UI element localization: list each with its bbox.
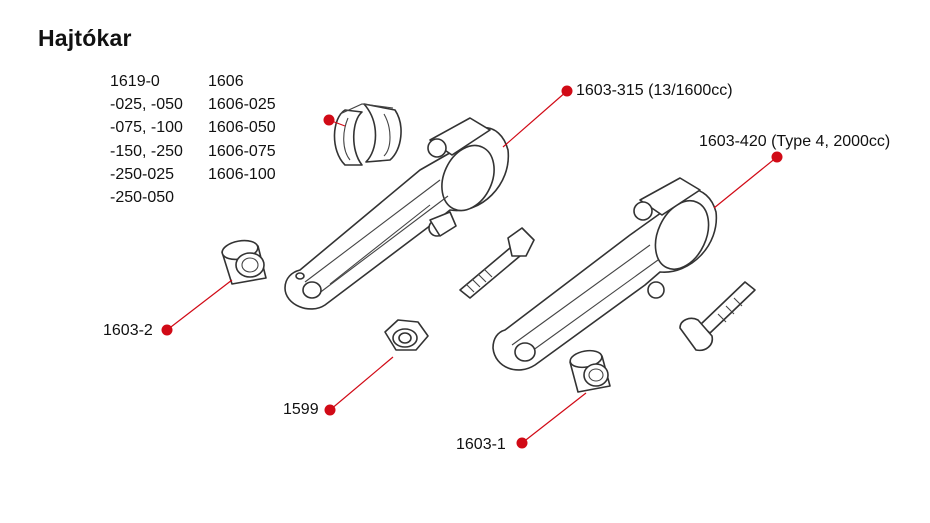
callout-label-nut: 1599: [283, 401, 319, 418]
rod-bolt-illustration: [459, 227, 535, 299]
connecting-rod-1600-illustration: [284, 117, 510, 310]
connecting-rod-2000-illustration: [492, 177, 718, 371]
bearing-shell-illustration: [333, 103, 402, 166]
engine-note: (13/1600cc): [648, 82, 733, 99]
part-number: 1606: [208, 73, 244, 90]
callout-leaders: [161, 85, 783, 449]
callout-label-conrod-1600: 1603-315 (13/1600cc): [576, 82, 733, 100]
part-number: -025, -050: [110, 96, 183, 114]
small-end-bushing-illustration: [221, 239, 267, 285]
part-number: -075, -100: [110, 119, 183, 137]
part-number: 1606-025: [208, 96, 276, 114]
part-number: -250-050: [110, 189, 175, 207]
part-number: -150, -250: [110, 142, 183, 160]
page-title: Hajtókar: [38, 25, 132, 51]
engine-note: (Type 4, 2000cc): [771, 133, 891, 150]
small-end-bushing-illustration: [569, 349, 611, 393]
part-number: 1606-050: [208, 119, 276, 137]
bearing-part-list-right: 1606 1606-025 1606-050 1606-075 1606-100: [208, 70, 276, 186]
callout-label-small-bushing-right: 1603-1: [456, 436, 506, 453]
rod-bolt-illustration: [679, 281, 756, 352]
callout-label-small-bushing-left: 1603-2: [103, 322, 153, 339]
part-number: 1603-315: [576, 82, 644, 99]
part-number: -250-025: [110, 165, 175, 183]
part-number: 1619-0: [110, 73, 160, 90]
bearing-part-list-left: 1619-0 -025, -050 -075, -100 -150, -250 …: [110, 70, 183, 209]
part-number: 1606-100: [208, 165, 276, 183]
nut-illustration: [384, 319, 429, 351]
part-number: 1603-420: [699, 133, 767, 150]
part-number: 1606-075: [208, 142, 276, 160]
callout-label-conrod-2000: 1603-420 (Type 4, 2000cc): [699, 133, 890, 151]
